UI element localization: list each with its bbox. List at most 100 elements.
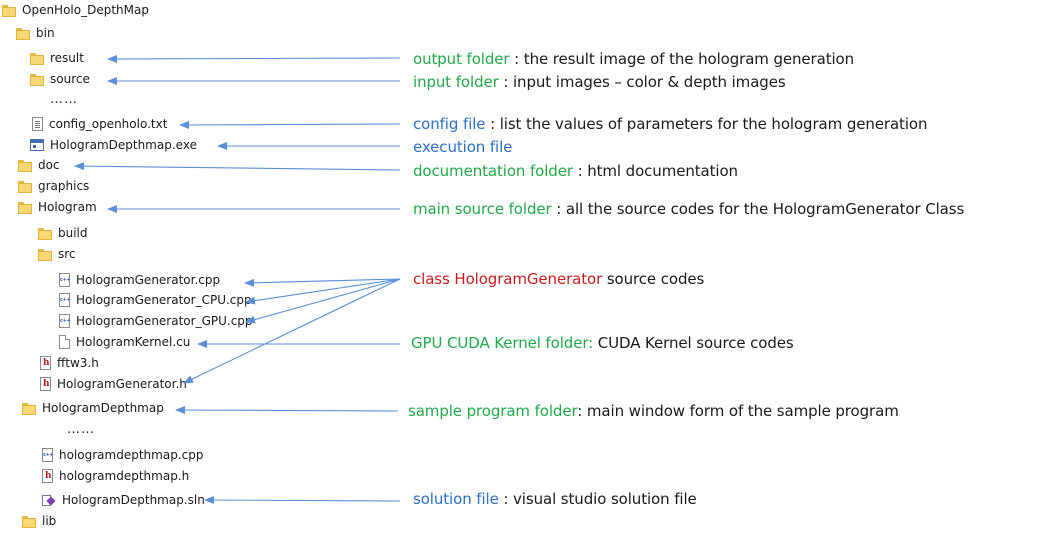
cpp-file-icon <box>59 314 70 328</box>
folder-icon <box>22 515 36 528</box>
tree-item-lib[interactable]: lib <box>22 512 56 530</box>
annotation-input-folder: input folder : input images – color & de… <box>413 73 786 91</box>
tree-item-doc[interactable]: doc <box>18 156 60 174</box>
annotation-solution-file: solution file : visual studio solution f… <box>413 490 697 508</box>
annotation-key: GPU CUDA Kernel folder: <box>411 334 594 352</box>
annotation-documentation-folder: documentation folder : html documentatio… <box>413 162 738 180</box>
tree-item-label: build <box>58 226 88 240</box>
arrow-to-doc <box>74 162 401 171</box>
tree-item-label: HologramGenerator.cpp <box>76 273 221 287</box>
annotation-class-hologram-generator: class HologramGenerator source codes <box>413 270 704 288</box>
annotation-key: main source folder <box>413 200 552 218</box>
tree-item-label: result <box>50 51 84 65</box>
annotation-desc: : list the values of parameters for the … <box>485 115 928 133</box>
tree-item-label: HologramGenerator_CPU.cpp <box>76 293 252 307</box>
tree-item-label: config_openholo.txt <box>49 117 168 131</box>
tree-item-label: src <box>58 247 76 261</box>
txt-file-icon <box>32 117 43 131</box>
tree-item-label: HologramKernel.cu <box>76 335 191 349</box>
folder-icon <box>30 52 44 65</box>
arrow-to-generator-gpu-cpp <box>245 278 401 324</box>
tree-item-openholo-depthmap[interactable]: OpenHolo_DepthMap <box>2 1 149 19</box>
annotation-desc: : visual studio solution file <box>498 490 697 508</box>
tree-item-src[interactable]: src <box>38 245 76 263</box>
annotation-key: execution file <box>413 138 513 156</box>
cpp-file-icon <box>59 293 70 307</box>
tree-item-label: HologramGenerator_GPU.cpp <box>76 314 253 328</box>
tree-item-label: hologramdepthmap.h <box>59 469 190 483</box>
annotation-sample-program-folder: sample program folder: main window form … <box>408 402 899 420</box>
tree-item-label: bin <box>36 26 55 40</box>
tree-item-build[interactable]: build <box>38 224 88 242</box>
file-icon <box>59 335 70 349</box>
ellipsis: …… <box>50 92 78 107</box>
exe-file-icon <box>30 139 44 151</box>
tree-item-label: graphics <box>38 179 90 193</box>
header-file-icon <box>40 356 51 370</box>
folder-icon <box>2 4 16 17</box>
tree-item-hologramdepthmap-cpp[interactable]: hologramdepthmap.cpp <box>42 446 203 464</box>
tree-item-label: HologramDepthmap.sln <box>62 493 205 507</box>
tree-item-label: fftw3.h <box>57 356 99 370</box>
tree-item-fftw3-h[interactable]: fftw3.h <box>40 354 99 372</box>
folder-icon <box>18 159 32 172</box>
arrow-to-generator-cpp <box>244 278 401 287</box>
folder-icon <box>30 73 44 86</box>
tree-item-source[interactable]: source <box>30 70 90 88</box>
annotation-desc: source codes <box>602 270 705 288</box>
tree-item-hologram-generator-cpu-cpp[interactable]: HologramGenerator_CPU.cpp <box>59 291 252 309</box>
tree-item-result[interactable]: result <box>30 49 84 67</box>
folder-icon <box>22 402 36 415</box>
annotation-desc: : input images – color & depth images <box>498 73 786 91</box>
tree-item-graphics[interactable]: graphics <box>18 177 89 195</box>
arrow-to-sln <box>204 496 401 505</box>
annotation-gpu-cuda-kernel-folder: GPU CUDA Kernel folder: CUDA Kernel sour… <box>411 334 794 352</box>
annotation-execution-file: execution file <box>413 138 512 156</box>
annotation-key: output folder <box>413 50 510 68</box>
header-file-icon <box>42 469 53 483</box>
annotation-key: documentation folder <box>413 162 573 180</box>
tree-item-label: source <box>50 72 90 86</box>
arrow-to-generator-cpu-cpp <box>245 278 401 305</box>
arrow-to-hologram-depthmap <box>175 406 399 415</box>
cpp-file-icon <box>42 448 53 462</box>
arrow-to-config <box>179 120 401 129</box>
annotation-desc: : all the source codes for the HologramG… <box>551 200 965 218</box>
annotation-key: solution file <box>413 490 499 508</box>
tree-item-hologram-kernel-cu[interactable]: HologramKernel.cu <box>59 333 190 351</box>
folder-icon <box>38 227 52 240</box>
tree-item-config-openholo[interactable]: config_openholo.txt <box>32 115 167 133</box>
tree-item-label: OpenHolo_DepthMap <box>22 3 149 17</box>
annotation-key: sample program folder <box>408 402 578 420</box>
annotation-main-source-folder: main source folder : all the source code… <box>413 200 964 218</box>
tree-item-hologram-generator-h[interactable]: HologramGenerator.h <box>40 375 187 393</box>
tree-item-hologramdepthmap-h[interactable]: hologramdepthmap.h <box>42 467 189 485</box>
tree-item-hologram-generator-cpp[interactable]: HologramGenerator.cpp <box>59 271 220 289</box>
arrow-to-generator-h <box>183 278 401 384</box>
tree-item-label: Hologram <box>38 200 97 214</box>
tree-item-label: HologramGenerator.h <box>57 377 187 391</box>
annotation-key: input folder <box>413 73 499 91</box>
tree-item-hologram-depthmap-exe[interactable]: HologramDepthmap.exe <box>30 136 197 154</box>
folder-icon <box>16 27 30 40</box>
tree-item-label: doc <box>38 158 60 172</box>
annotation-desc: CUDA Kernel source codes <box>593 334 794 352</box>
arrow-to-result <box>107 54 401 63</box>
tree-item-hologram-depthmap-sln[interactable]: HologramDepthmap.sln <box>42 491 205 509</box>
tree-item-label: hologramdepthmap.cpp <box>59 448 204 462</box>
tree-item-hologram[interactable]: Hologram <box>18 198 97 216</box>
annotation-desc: : main window form of the sample program <box>577 402 899 420</box>
folder-icon <box>18 180 32 193</box>
tree-item-label: HologramDepthmap <box>42 401 164 415</box>
folder-icon <box>38 248 52 261</box>
folder-icon <box>18 201 32 214</box>
header-file-icon <box>40 377 51 391</box>
annotation-key: class HologramGenerator <box>413 270 603 288</box>
tree-item-hologram-depthmap[interactable]: HologramDepthmap <box>22 399 164 417</box>
tree-item-bin[interactable]: bin <box>16 24 55 42</box>
tree-item-hologram-generator-gpu-cpp[interactable]: HologramGenerator_GPU.cpp <box>59 312 253 330</box>
ellipsis: …… <box>67 422 95 437</box>
sln-file-icon <box>42 494 56 507</box>
annotation-config-file: config file : list the values of paramet… <box>413 115 928 133</box>
